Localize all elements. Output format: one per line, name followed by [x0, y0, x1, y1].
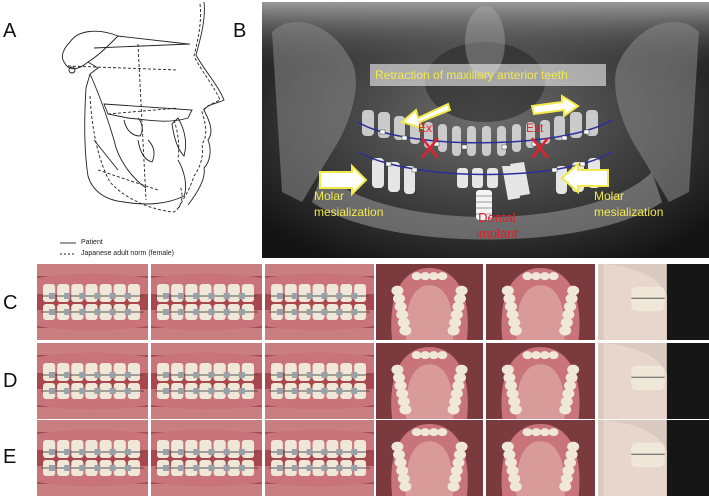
implant-label: Dental implant: [476, 210, 518, 242]
panoramic-xray: Retraction of maxillary anterior teeth E…: [262, 2, 709, 258]
photo-e-profile: [598, 420, 709, 496]
frankfort-line: [67, 65, 179, 71]
molar-label-right-line2: mesialization: [594, 205, 664, 219]
photo-e-lateral: [37, 420, 148, 496]
incisor-outline: [171, 117, 187, 157]
photo-c-frontal: [151, 264, 262, 340]
ext-label-right: Ext: [526, 121, 544, 135]
panel-label-e: E: [3, 446, 17, 468]
arrow-upper-right: [530, 94, 580, 118]
photo-e-occlusal-lower: [486, 420, 595, 496]
molar-label-right: Molar mesialization: [594, 188, 663, 220]
mandible-outline: [84, 87, 187, 205]
photo-e-frontal: [151, 420, 262, 496]
photo-c-lateral: [265, 264, 374, 340]
panel-label-c: C: [3, 292, 18, 314]
photo-d-profile: [598, 343, 709, 419]
molar-label-left: Molar mesialization: [314, 188, 383, 220]
panel-label-a: A: [3, 20, 17, 42]
photo-c-profile: [598, 264, 709, 340]
arrow-lower-right: [560, 161, 609, 195]
photo-e-occlusal-upper: [376, 420, 483, 496]
photo-e-lateral: [265, 420, 374, 496]
implant-label-line2: implant: [476, 226, 518, 241]
photo-c-occlusal-upper: [376, 264, 483, 340]
legend-norm: Japanese adult norm (female): [81, 250, 174, 257]
norm-soft-tissue-profile: [177, 3, 221, 211]
lower-arch-wire: [357, 151, 613, 176]
photo-d-frontal: [151, 343, 262, 419]
molar-label-left-line2: mesialization: [314, 205, 384, 219]
implant-label-line1: Dental: [478, 210, 516, 225]
photo-d-occlusal-lower: [486, 343, 595, 419]
photo-d-lateral: [265, 343, 374, 419]
photo-c-lateral: [37, 264, 148, 340]
photo-d-lateral: [37, 343, 148, 419]
patient-soft-tissue-profile: [187, 1, 225, 206]
legend-patient: Patient: [81, 239, 103, 246]
ext-label-left: Ext: [418, 121, 436, 135]
maxilla-outline: [103, 103, 193, 122]
molar-label-right-line1: Molar: [594, 189, 625, 203]
molar-outline: [123, 117, 143, 137]
cranial-base-outline: [61, 30, 189, 70]
retraction-label: Retraction of maxillary anterior teeth: [375, 68, 568, 82]
panel-label-d: D: [3, 370, 18, 392]
dental-implant: [476, 190, 492, 220]
cephalometric-tracing: [60, 1, 225, 255]
photo-c-occlusal-lower: [486, 264, 595, 340]
arrow-lower-left: [319, 163, 368, 197]
photo-d-occlusal-upper: [376, 343, 483, 419]
sn-line: [93, 43, 191, 49]
panel-label-b: B: [233, 20, 247, 42]
arrow-upper-left: [399, 102, 452, 130]
molar-label-left-line1: Molar: [314, 189, 345, 203]
